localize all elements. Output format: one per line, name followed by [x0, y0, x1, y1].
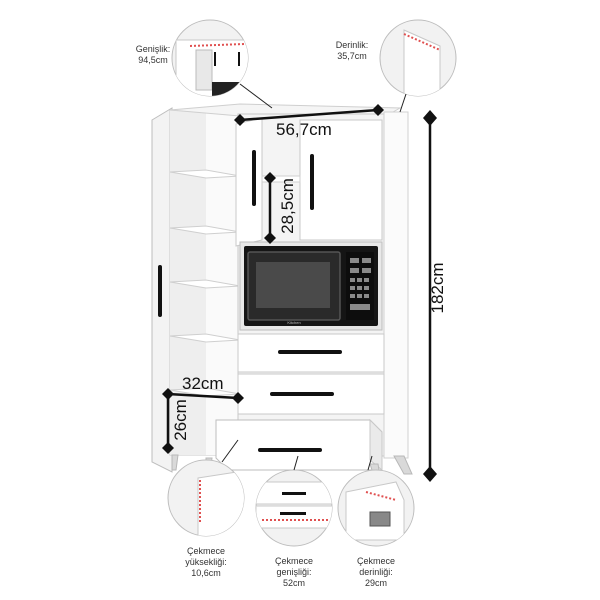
- microwave-oven: Kitchen: [244, 246, 378, 326]
- drawer-depth-callout-title: Çekmece derinliği:: [356, 556, 395, 577]
- upper-left-handle: [252, 150, 256, 206]
- upper-left-door: [235, 117, 263, 247]
- drawer-depth-callout-label: Çekmece derinliği: 29cm: [346, 556, 406, 589]
- shelf-depth-label: 32cm: [182, 374, 224, 393]
- total-height-label: 182cm: [428, 262, 447, 314]
- detail-drawer-depth-circle: [337, 455, 415, 547]
- detail-width-circle: [171, 19, 273, 109]
- upper-right-handle: [310, 154, 314, 210]
- drawer-height-callout-value: 10,6cm: [191, 568, 221, 578]
- drawer-1-handle: [278, 350, 342, 354]
- dimension-markers: [162, 104, 437, 482]
- microwave-brand: Kitchen: [287, 320, 300, 325]
- drawer-width-callout-label: Çekmece genişliği: 52cm: [264, 556, 324, 589]
- detail-depth-circle: [379, 19, 457, 113]
- width-callout-title: Genişlik:: [135, 44, 171, 54]
- detail-drawer-width-circle: [255, 455, 333, 547]
- drawer-width-callout-title: Çekmece genişliği:: [274, 556, 313, 577]
- drawers: [215, 333, 385, 472]
- shelf-height-label: 26cm: [171, 399, 190, 441]
- drawer-2-handle: [270, 392, 334, 396]
- top-width-label: 56,7cm: [276, 120, 332, 139]
- drawer-depth-callout-value: 29cm: [364, 578, 387, 588]
- depth-callout-title: Derinlik:: [335, 40, 369, 50]
- depth-callout-value: 35,7cm: [337, 51, 367, 61]
- width-callout-value: 94,5cm: [138, 55, 168, 65]
- kitchen-cabinet: Kitchen: [151, 103, 413, 477]
- drawer-3-handle: [258, 448, 322, 452]
- drawer-height-callout-label: Çekmece yüksekliği: 10,6cm: [176, 546, 236, 579]
- left-door-handle: [158, 265, 162, 317]
- upper-shelf-height-label: 28,5cm: [278, 178, 297, 234]
- depth-callout-label: Derinlik: 35,7cm: [328, 40, 376, 62]
- drawer-3-open: [215, 419, 383, 471]
- width-callout-label: Genişlik: 94,5cm: [130, 44, 176, 66]
- drawer-width-callout-value: 52cm: [282, 578, 305, 588]
- drawer-height-callout-title: Çekmece yüksekliği:: [185, 546, 227, 567]
